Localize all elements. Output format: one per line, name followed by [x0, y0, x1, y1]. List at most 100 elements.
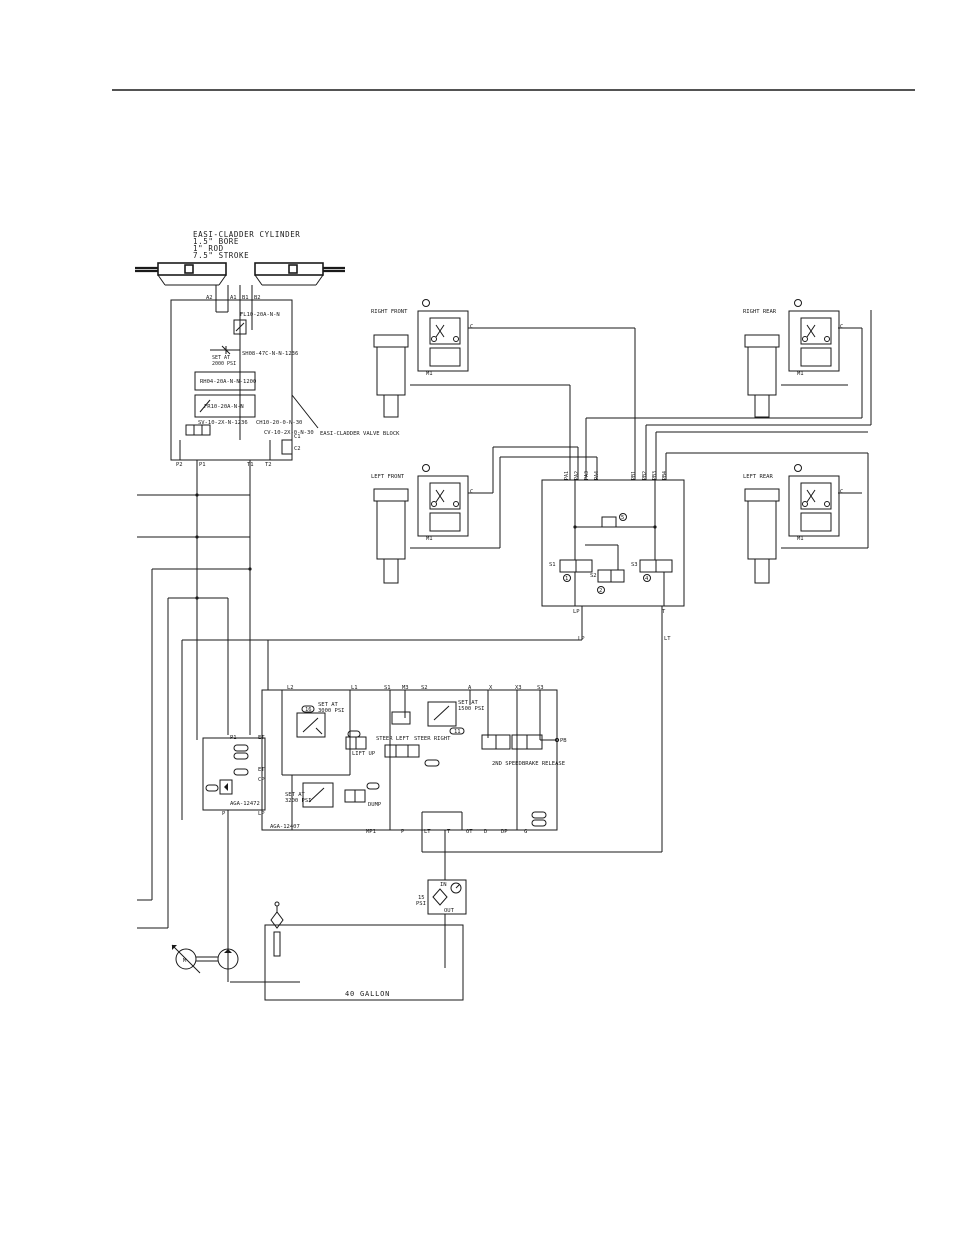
svg-text:AGA-12407: AGA-12407	[270, 824, 300, 830]
svg-text:4: 4	[645, 576, 649, 582]
svg-text:S3: S3	[631, 562, 638, 568]
svg-text:3000 PSI: 3000 PSI	[318, 708, 345, 714]
vb-port-t2: T2	[265, 462, 272, 468]
svg-text:M1: M1	[797, 536, 804, 542]
cyl-port-b1: B1	[242, 295, 249, 301]
svg-text:L1: L1	[351, 685, 358, 691]
steer-manifold: PA1 PA2 PA3 PA4 PB1 PB2 PB3 PB4 5 S1 1 S…	[541, 471, 685, 852]
svg-text:OT: OT	[466, 829, 473, 835]
motor-label: M	[183, 958, 187, 964]
easi-cladder-cylinder: EASI-CLADDER CYLINDER 1.5" BORE 1" ROD 7…	[135, 230, 345, 301]
vb-part-fr10: FR10-20A-N-N	[204, 404, 244, 410]
cylinder-title: EASI-CLADDER CYLINDER	[193, 230, 300, 239]
svg-text:C: C	[470, 489, 473, 495]
svg-text:SET AT: SET AT	[458, 700, 479, 706]
cylinder-rod: 1" ROD	[193, 244, 224, 253]
svg-text:STEER RIGHT: STEER RIGHT	[414, 736, 451, 742]
svg-text:X: X	[489, 685, 493, 691]
svg-text:G: G	[524, 829, 527, 835]
svg-text:PB3: PB3	[652, 471, 658, 480]
vb-part-rh04: RH04-20A-N-N-1200	[200, 379, 256, 385]
vb-part-sh08: SH08-47C-N-N-1236	[242, 351, 298, 357]
svg-text:OUT: OUT	[444, 908, 455, 914]
svg-text:D: D	[484, 829, 487, 835]
cyl-port-b2: B2	[254, 295, 261, 301]
vb-port-p2: P2	[176, 462, 183, 468]
svg-text:PA4: PA4	[594, 471, 600, 480]
svg-text:C: C	[840, 489, 843, 495]
svg-text:PB1: PB1	[631, 471, 637, 480]
svg-text:P: P	[401, 829, 405, 835]
svg-text:DP: DP	[501, 829, 508, 835]
svg-text:16: 16	[305, 707, 312, 713]
svg-text:M3: M3	[402, 685, 409, 691]
svg-text:1: 1	[565, 576, 568, 582]
svg-text:PB: PB	[560, 738, 567, 744]
vb-part-fl10: FL10-20A-N-N	[240, 312, 280, 318]
svg-text:LP: LP	[258, 811, 265, 817]
svg-text:11: 11	[454, 729, 461, 735]
svg-text:X3: X3	[515, 685, 522, 691]
vb-part-sv10: SV-10-2X-N-1236	[198, 420, 248, 426]
svg-text:S3: S3	[537, 685, 544, 691]
steer-left-front: LEFT FRONT M1 C	[371, 464, 473, 584]
power-unit: 40 GALLON M	[171, 901, 464, 1001]
svg-text:T: T	[662, 609, 666, 615]
cyl-port-a2: A2	[206, 295, 213, 301]
tank-capacity: 40 GALLON	[345, 990, 390, 998]
svg-text:S1: S1	[549, 562, 556, 568]
sub-block-aga-12472: AGA-12472 P1 ET ET CP P LP	[196, 735, 266, 982]
vb-relief-psi: 2000 PSI	[212, 361, 236, 367]
svg-text:LP: LP	[578, 636, 585, 642]
rr-label: RIGHT REAR	[743, 309, 777, 315]
easi-cladder-valve-block: FL10-20A-N-N SH08-47C-N-N-1236 SET AT 20…	[170, 299, 400, 468]
main-manifold: L2 L1 S1 M3 S2 A X X3 S3 PB SET AT 3000 …	[261, 685, 662, 880]
steer-left-rear: LEFT REAR M1 C	[743, 464, 843, 584]
lf-label: LEFT FRONT	[371, 474, 405, 480]
svg-text:MP1: MP1	[366, 829, 376, 835]
svg-text:3200 PSI: 3200 PSI	[285, 798, 312, 804]
svg-text:ET: ET	[258, 735, 265, 741]
cylinder-stroke: 7.5" STROKE	[193, 251, 249, 260]
svg-text:C: C	[840, 324, 843, 330]
svg-text:LT: LT	[424, 829, 431, 835]
svg-text:STEER LEFT: STEER LEFT	[376, 736, 410, 742]
rf-label: RIGHT FRONT	[371, 309, 408, 315]
cylinder-bore: 1.5" BORE	[193, 237, 239, 246]
svg-text:SET AT: SET AT	[285, 792, 306, 798]
svg-text:LIFT UP: LIFT UP	[352, 751, 376, 757]
steer-right-rear: RIGHT REAR M1 C	[743, 299, 843, 418]
svg-text:PB2: PB2	[642, 471, 648, 480]
svg-text:PA3: PA3	[584, 471, 590, 480]
svg-text:A: A	[468, 685, 472, 691]
svg-text:P: P	[222, 811, 226, 817]
left-trunk-lines	[137, 460, 582, 929]
svg-text:DUMP: DUMP	[368, 802, 382, 808]
vb-label: EASI-CLADDER VALVE BLOCK	[320, 431, 400, 437]
cyl-port-a1: A1	[230, 295, 237, 301]
vb-port-p1: P1	[199, 462, 206, 468]
vb-port-c1: C1	[294, 434, 301, 440]
svg-text:S1: S1	[384, 685, 391, 691]
vb-part-ch10: CH10-20-0-N-30	[256, 420, 302, 426]
svg-text:5: 5	[621, 515, 624, 521]
svg-text:M1: M1	[797, 371, 804, 377]
svg-text:ET: ET	[258, 767, 265, 773]
svg-text:PSI: PSI	[416, 901, 426, 907]
svg-text:SET AT: SET AT	[318, 702, 339, 708]
svg-text:M1: M1	[426, 536, 433, 542]
steer-routing	[410, 310, 872, 549]
svg-text:2: 2	[599, 588, 602, 594]
svg-text:S2: S2	[421, 685, 428, 691]
svg-text:S2: S2	[590, 573, 597, 579]
svg-text:C: C	[470, 324, 473, 330]
vb-part-cv10: CV-10-2X-0-N-30	[264, 430, 314, 436]
svg-text:P1: P1	[230, 735, 237, 741]
lr-label: LEFT REAR	[743, 474, 773, 480]
vb-port-c2: C2	[294, 446, 301, 452]
svg-text:LP: LP	[573, 609, 580, 615]
return-filter: IN OUT 15 PSI	[416, 879, 467, 968]
svg-text:PA2: PA2	[574, 471, 580, 480]
svg-text:L2: L2	[287, 685, 294, 691]
